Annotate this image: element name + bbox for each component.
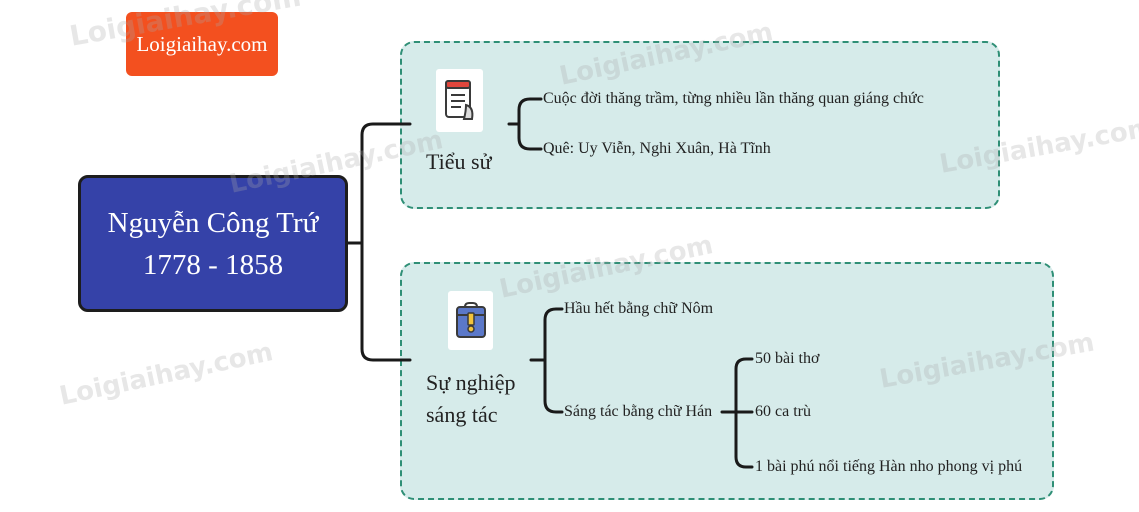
central-years: 1778 - 1858 — [142, 248, 284, 281]
biography-item-1: Cuộc đời thăng trầm, từng nhiều lần thăn… — [543, 90, 924, 107]
document-icon — [436, 69, 483, 132]
branch-career-title: Sự nghiệp sáng tác — [426, 367, 516, 431]
biography-item-2: Quê: Uy Viễn, Nghi Xuân, Hà Tĩnh — [543, 140, 771, 157]
branch-career-title-line2: sáng tác — [426, 402, 498, 427]
branch-career-title-line1: Sự nghiệp — [426, 370, 516, 395]
central-node: Nguyễn Công Trứ 1778 - 1858 — [78, 175, 348, 312]
han-child-poems: 50 bài thơ — [755, 350, 820, 367]
briefcase-icon — [448, 291, 493, 350]
site-logo: Loigiaihay.com — [126, 12, 278, 76]
branch-biography-title: Tiểu sử — [426, 149, 492, 174]
career-panel — [400, 262, 1054, 500]
han-child-ca-tru: 60 ca trù — [755, 403, 811, 420]
career-item-han: Sáng tác bằng chữ Hán — [564, 403, 713, 420]
central-name: Nguyễn Công Trứ — [107, 206, 319, 239]
han-child-phu: 1 bài phú nổi tiếng Hàn nho phong vị phú — [755, 458, 1023, 475]
career-item-nom: Hầu hết bằng chữ Nôm — [564, 300, 714, 317]
